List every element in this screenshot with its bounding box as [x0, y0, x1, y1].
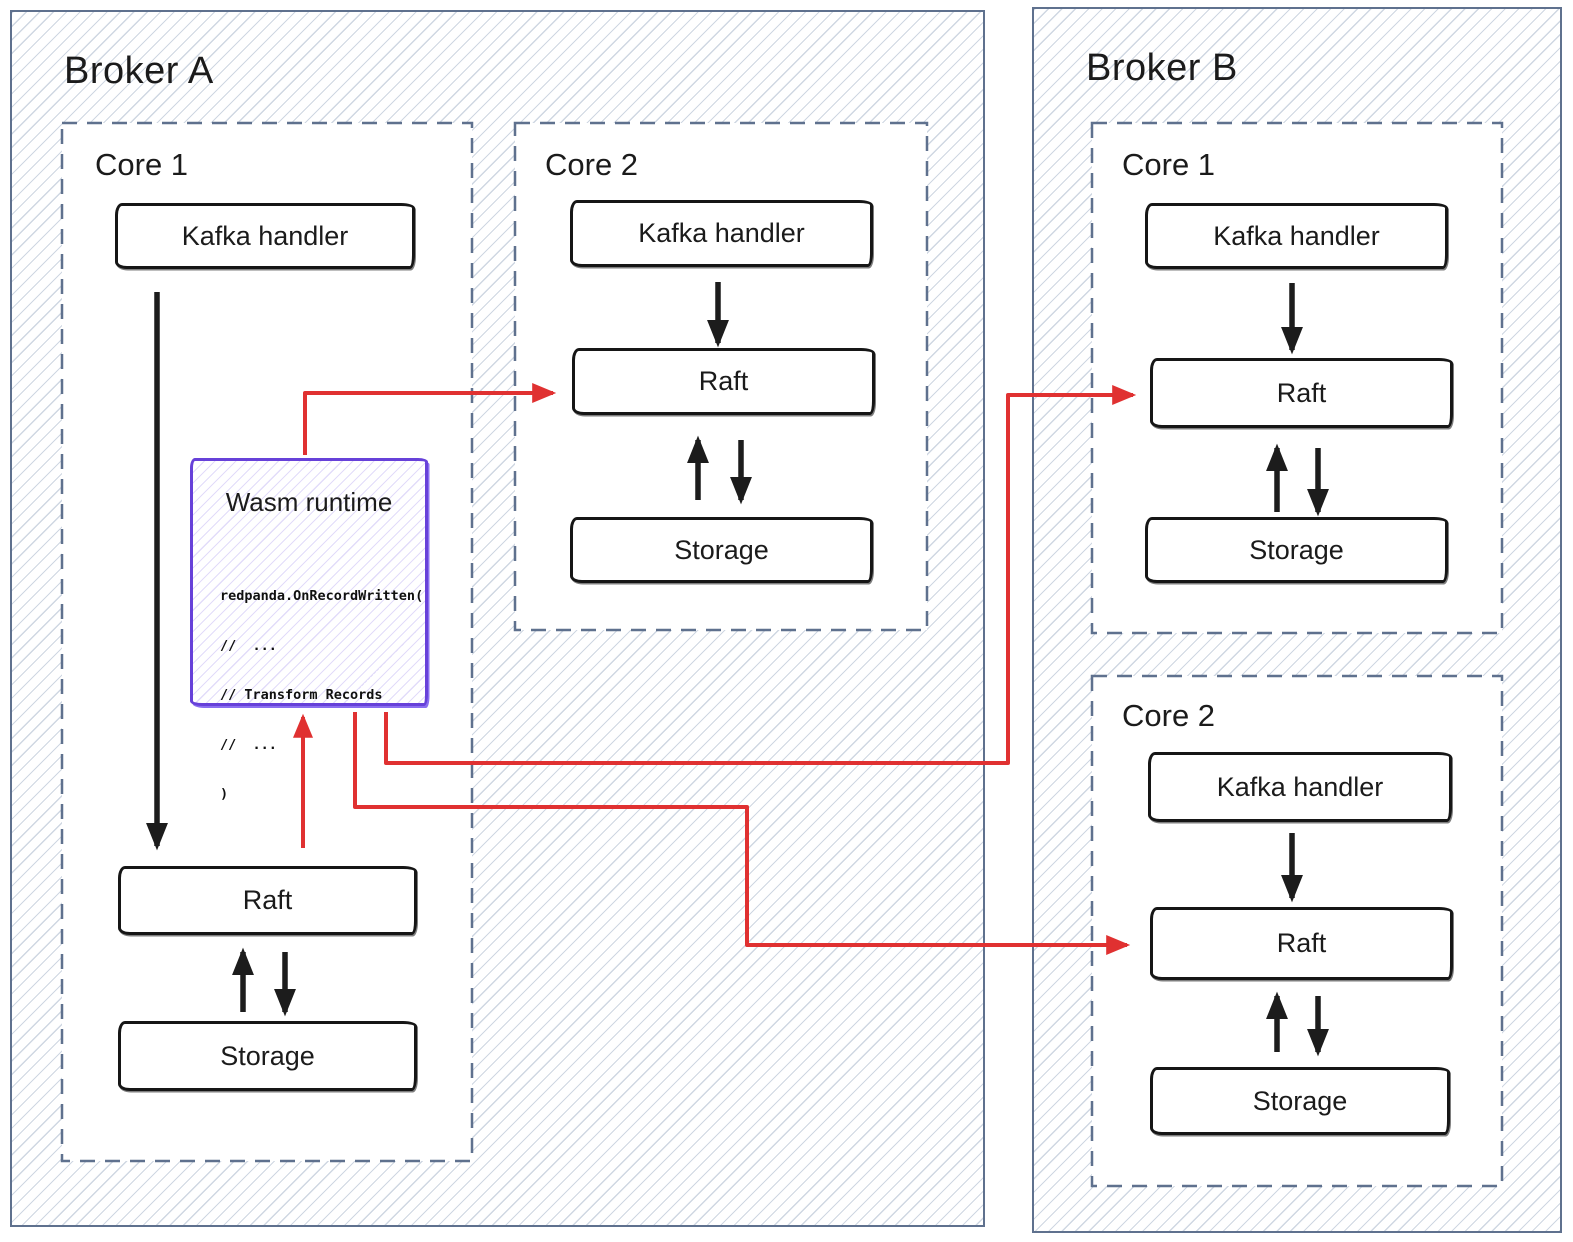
b2-storage-label: Storage: [1252, 1085, 1348, 1116]
a2-raft-box: Raft: [572, 348, 875, 415]
b1-storage-box: Storage: [1145, 517, 1448, 583]
a2-kafka-handler-box: Kafka handler: [570, 200, 873, 267]
b2-raft-label: Raft: [1276, 928, 1327, 958]
wasm-code-block: redpanda.OnRecordWritten( // ... // Tran…: [220, 555, 423, 836]
a1-kafka-handler-box: Kafka handler: [115, 203, 415, 269]
a1-storage-box: Storage: [118, 1021, 417, 1091]
a2-raft-label: Raft: [698, 366, 749, 396]
b1-kafka-handler-box: Kafka handler: [1145, 203, 1448, 269]
wasm-code-line: ): [220, 786, 229, 802]
broker-a-core2-title: Core 2: [545, 147, 639, 182]
wasm-code-line: // ...: [220, 736, 277, 753]
b1-storage-label: Storage: [1249, 534, 1344, 565]
wasm-runtime-title: Wasm runtime: [225, 487, 393, 517]
b1-raft-label: Raft: [1276, 377, 1327, 408]
a1-kafka-handler-label: Kafka handler: [181, 220, 349, 251]
wasm-code-line: // ...: [220, 637, 277, 654]
b1-kafka-handler-label: Kafka handler: [1213, 220, 1380, 251]
wasm-code-line: // Transform Records: [220, 687, 383, 703]
broker-b-core1-title: Core 1: [1122, 147, 1216, 182]
b2-raft-box: Raft: [1150, 907, 1453, 980]
broker-b-title: Broker B: [1086, 47, 1238, 89]
a1-raft-box: Raft: [118, 866, 417, 935]
broker-a-title: Broker A: [64, 50, 214, 92]
a1-raft-label: Raft: [242, 885, 293, 915]
wasm-code-line: redpanda.OnRecordWritten(: [220, 588, 424, 604]
arrow-wasm-to-b1-raft: [384, 385, 1137, 765]
a2-storage-label: Storage: [674, 534, 769, 565]
a2-kafka-handler-label: Kafka handler: [638, 218, 805, 248]
b2-kafka-handler-box: Kafka handler: [1148, 752, 1452, 822]
arrow-wasm-to-a2-raft: [303, 383, 557, 455]
b1-raft-box: Raft: [1150, 358, 1453, 428]
arrow-wasm-to-b2-raft: [353, 712, 1131, 955]
wasm-runtime-box: Wasm runtime redpanda.OnRecordWritten( /…: [190, 458, 428, 802]
b2-kafka-handler-label: Kafka handler: [1216, 771, 1384, 802]
broker-a-core1-title: Core 1: [95, 147, 189, 182]
broker-b-core2-title: Core 2: [1122, 698, 1216, 733]
a2-storage-box: Storage: [570, 517, 873, 583]
a1-storage-label: Storage: [220, 1040, 315, 1071]
b2-storage-box: Storage: [1150, 1067, 1450, 1135]
